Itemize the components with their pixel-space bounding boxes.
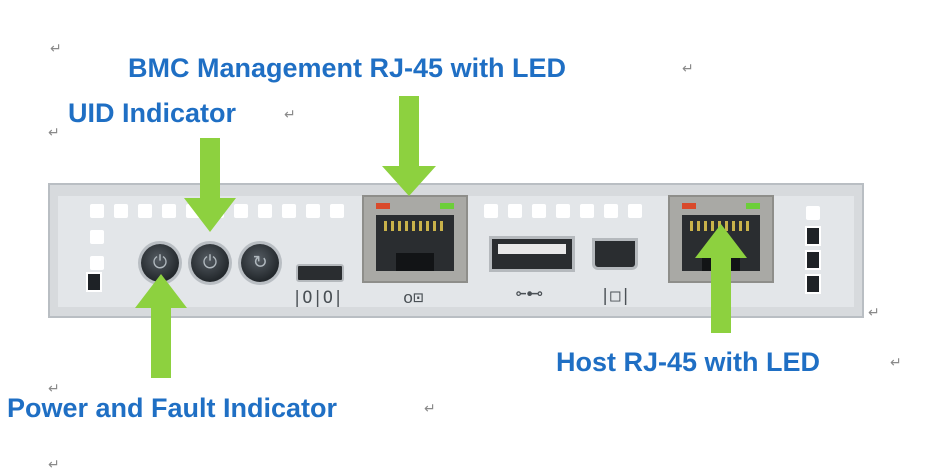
power-label: Power and Fault Indicator [7, 393, 338, 423]
serial-port [296, 264, 344, 282]
host-label: Host RJ-45 with LED [556, 347, 821, 377]
paragraph-mark: ↵ [682, 61, 694, 77]
power-button[interactable]: ⏻ [141, 244, 179, 282]
paragraph-mark: ↵ [50, 41, 62, 57]
paragraph-mark: ↵ [424, 401, 436, 417]
reset-button[interactable]: ↻ [241, 244, 279, 282]
side-clip [805, 250, 821, 270]
host-rj45-port [668, 195, 774, 283]
uid-label: UID Indicator [68, 98, 237, 128]
bmc-arrow [382, 96, 436, 196]
uid-button[interactable]: ⏻ [191, 244, 229, 282]
side-clip [805, 274, 821, 294]
power-icon: ⏻ [152, 252, 168, 273]
host-led-amber [682, 203, 696, 209]
side-clip [805, 226, 821, 246]
usb-port [489, 236, 575, 272]
bmc-label: BMC Management RJ-45 with LED [128, 53, 567, 83]
paragraph-mark: ↵ [868, 305, 880, 321]
display-port-label: |□| [600, 286, 631, 306]
reset-icon: ↻ [252, 252, 268, 273]
host-led-green [746, 203, 760, 209]
side-clip [86, 272, 102, 292]
paragraph-mark: ↵ [48, 457, 60, 473]
display-port [592, 238, 638, 270]
bmc-led-amber [376, 203, 390, 209]
paragraph-mark: ↵ [284, 107, 296, 123]
serial-port-label: |O|O| [292, 288, 344, 308]
mgmt-port-label: ᴏ⊡ [403, 288, 424, 308]
usb-port-label: ⟜⊷ [516, 284, 544, 304]
paragraph-mark: ↵ [48, 125, 60, 141]
paragraph-mark: ↵ [48, 381, 60, 397]
uid-icon: ⏻ [202, 252, 218, 273]
bmc-led-green [440, 203, 454, 209]
paragraph-mark: ↵ [890, 355, 902, 371]
bmc-rj45-port [362, 195, 468, 283]
